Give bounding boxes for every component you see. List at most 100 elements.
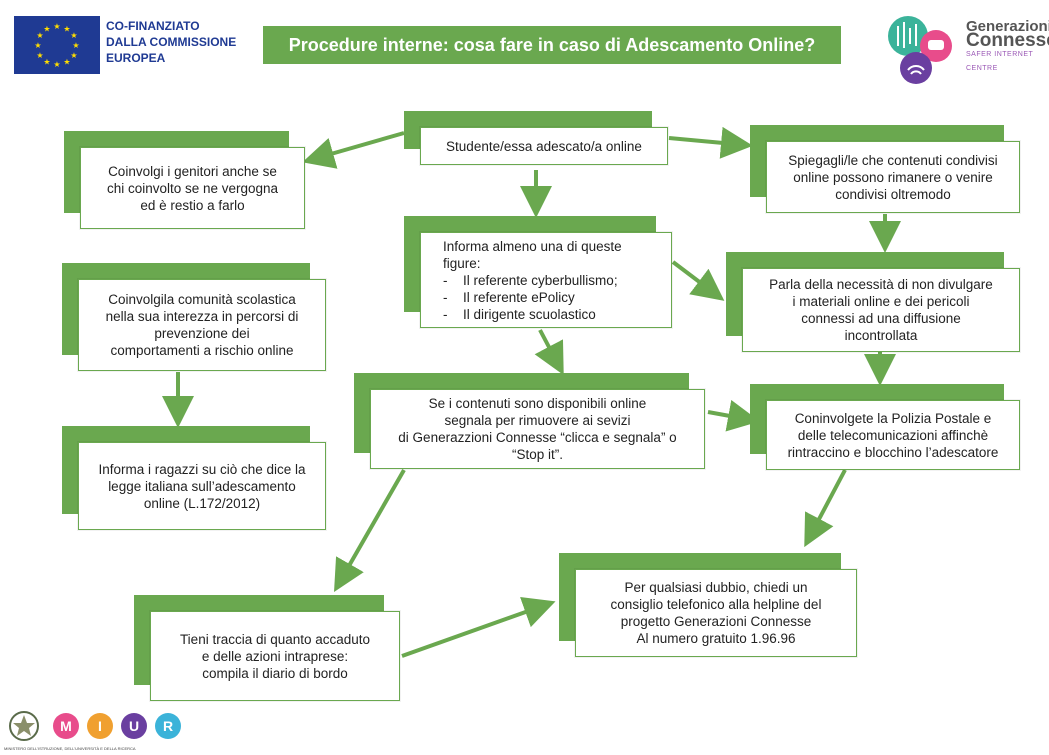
svg-text:★: ★: [36, 31, 43, 40]
box-line: Coinvolgi i genitori anche se: [108, 163, 277, 179]
arrow-segnala-polizia: [707, 399, 760, 432]
box-comunita: Coinvolgila comunità scolastica nella su…: [62, 263, 326, 371]
miur-letter: M: [60, 718, 72, 734]
box-face: Coinvolgi i genitori anche se chi coinvo…: [80, 147, 305, 229]
arrow-informa-segnala: [534, 329, 564, 376]
eu-line: DALLA COMMISSIONE: [106, 35, 237, 49]
page-title: Procedure interne: cosa fare in caso di …: [263, 26, 841, 64]
box-line: rintraccino e blocchino l’adescatore: [787, 444, 999, 460]
arrow-segnala-traccia: [334, 469, 406, 592]
list-item: Il dirigente scuolastico: [443, 306, 618, 323]
box-line: Informa i ragazzi su ciò che dice la: [98, 461, 306, 477]
miur-u-circle: [121, 713, 147, 739]
box-line: online possono rimanere o venire: [793, 169, 993, 185]
box-line: Tieni traccia di quanto accaduto: [179, 631, 371, 647]
box-line: ed è restio a farlo: [140, 197, 245, 213]
box-line: chi coinvolto se ne vergogna: [106, 180, 279, 196]
box-face: Coninvolgete la Polizia Postale e delle …: [766, 400, 1020, 470]
miur-letter: R: [163, 718, 173, 734]
box-line: Per qualsiasi dubbio, chiedi un: [624, 580, 808, 595]
svg-text:★: ★: [70, 51, 77, 60]
miur-letter: U: [129, 718, 139, 734]
svg-text:★: ★: [53, 22, 60, 31]
box-line: figure:: [443, 255, 481, 271]
list-item: Il referente cyberbullismo;: [443, 272, 618, 289]
box-informa: Informa almeno una di queste figure: Il …: [404, 216, 672, 328]
box-line: di Generazzioni Connesse “clicca e segna…: [398, 430, 677, 445]
box-face: Coinvolgila comunità scolastica nella su…: [78, 279, 326, 371]
svg-text:★: ★: [72, 41, 79, 50]
box-line: prevenzione dei: [154, 326, 250, 341]
box-line: Se i contenuti sono disponibili online: [428, 396, 647, 411]
box-face: Se i contenuti sono disponibili online s…: [370, 389, 705, 469]
miur-logo: M I U R: [9, 711, 181, 741]
arrow-informa-parla: [671, 260, 725, 301]
box-line: Al numero gratuito 1.96.96: [636, 631, 796, 646]
box-ragazzi: Informa i ragazzi su ciò che dice la leg…: [62, 426, 326, 530]
box-face: Parla della necessità di non divulgare i…: [742, 268, 1020, 352]
box-line: comportamenti a rischio online: [110, 343, 294, 358]
eu-stars-icon: ★ ★ ★ ★ ★ ★ ★ ★ ★ ★ ★ ★: [34, 22, 79, 69]
box-line: i materiali online e dei pericoli: [792, 294, 970, 309]
box-face: Tieni traccia di quanto accaduto e delle…: [150, 611, 400, 701]
gc-line1: Generazioni: [966, 18, 1049, 35]
gc-logo-text: Generazioni Connesse SAFER INTERNET CENT…: [966, 18, 1049, 76]
svg-text:★: ★: [70, 31, 77, 40]
svg-text:★: ★: [53, 60, 60, 69]
box-line: incontrollata: [844, 328, 918, 343]
arrow-studente-genitori: [302, 131, 405, 169]
box-spiegagli: Spiegagli/le che contenuti condivisi onl…: [750, 125, 1020, 213]
box-line: online (L.172/2012): [143, 495, 261, 511]
svg-text:★: ★: [63, 25, 70, 34]
box-genitori: Coinvolgi i genitori anche se chi coinvo…: [64, 131, 305, 229]
box-face: Per qualsiasi dubbio, chiedi un consigli…: [575, 569, 857, 657]
italian-emblem-icon: [9, 711, 39, 741]
box-line: Parla della necessità di non divulgare: [769, 277, 993, 292]
box-line: progetto Generazioni Connesse: [620, 614, 812, 629]
box-face: Spiegagli/le che contenuti condivisi onl…: [766, 141, 1020, 213]
svg-text:★: ★: [43, 25, 50, 34]
box-line: “Stop it”.: [511, 447, 563, 462]
miur-m-circle: [53, 713, 79, 739]
box-text: Studente/essa adescato/a online: [446, 138, 642, 154]
box-studente: Studente/essa adescato/a online: [404, 111, 668, 165]
box-line: consiglio telefonico alla helpline del: [610, 597, 822, 612]
box-face: Informa i ragazzi su ciò che dice la leg…: [78, 442, 326, 530]
miur-i-circle: [87, 713, 113, 739]
arrow-studente-spiegagli: [668, 126, 753, 159]
box-line: Coninvolgete la Polizia Postale e: [794, 410, 992, 426]
svg-text:★: ★: [43, 58, 50, 67]
box-polizia: Coninvolgete la Polizia Postale e delle …: [750, 384, 1020, 470]
gc-line2: Connesse: [966, 30, 1049, 51]
box-line: Spiegagli/le che contenuti condivisi: [788, 152, 998, 168]
box-line: condivisi oltremodo: [835, 186, 951, 202]
box-traccia: Tieni traccia di quanto accaduto e delle…: [134, 595, 400, 701]
list-item: Il referente ePolicy: [443, 289, 618, 306]
svg-text:★: ★: [63, 58, 70, 67]
box-line: delle telecomunicazioni affinchè: [797, 427, 989, 443]
svg-text:★: ★: [34, 41, 41, 50]
miur-letter: I: [98, 718, 102, 734]
figure-list: Il referente cyberbullismo; Il referente…: [443, 272, 618, 323]
box-line: segnala per rimuovere ai sevizi: [444, 413, 631, 428]
miur-r-circle: [155, 713, 181, 739]
gc-line3: SAFER INTERNET CENTRE: [966, 51, 1034, 72]
eu-flag-logo: ★ ★ ★ ★ ★ ★ ★ ★ ★ ★ ★ ★: [14, 16, 100, 74]
box-face: Informa almeno una di queste figure: Il …: [420, 232, 672, 328]
arrow-polizia-dubbio: [804, 469, 847, 548]
box-line: Coinvolgila comunità scolastica: [108, 292, 296, 307]
box-line: Informa almeno una di queste: [443, 238, 622, 254]
svg-text:★: ★: [36, 51, 43, 60]
box-segnala: Se i contenuti sono disponibili online s…: [354, 373, 705, 469]
box-face: Studente/essa adescato/a online: [420, 127, 668, 165]
box-line: connessi ad una diffusione: [801, 311, 961, 326]
eu-line: EUROPEA: [106, 51, 166, 65]
box-line: e delle azioni intraprese:: [201, 648, 349, 664]
box-line: compila il diario di bordo: [202, 665, 348, 681]
box-dubbio: Per qualsiasi dubbio, chiedi un consigli…: [559, 553, 857, 657]
eu-line: CO-FINANZIATO: [106, 19, 200, 33]
box-line: nella sua interezza in percorsi di: [105, 309, 299, 324]
miur-subtitle: MINISTERO DELL’ISTRUZIONE, DELL’UNIVERSI…: [4, 746, 136, 751]
arrow-traccia-dubbio: [401, 596, 556, 658]
